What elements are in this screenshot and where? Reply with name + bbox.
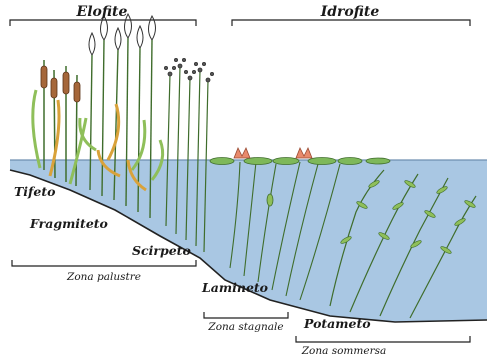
- sommersa-bracket: [296, 336, 470, 342]
- cattail-heads: [41, 66, 80, 102]
- bracket-label-stagnale: Zona stagnale: [207, 321, 283, 333]
- heading-idrofite: Idrofite: [320, 4, 380, 20]
- stagnale-bracket: [204, 312, 288, 318]
- elofite-bracket: [10, 20, 196, 26]
- zone-fragmiteto: Fragmiteto: [29, 216, 108, 231]
- water-body: [10, 160, 487, 322]
- lily-bud: [267, 194, 273, 206]
- heading-elofite: Elofite: [76, 4, 128, 20]
- lily-flowers: [234, 148, 312, 158]
- bracket-label-palustre: Zona palustre: [66, 271, 141, 283]
- bracket-label-sommersa: Zona sommersa: [301, 345, 386, 357]
- zone-tifeto: Tifeto: [14, 184, 56, 199]
- zone-scirpeto: Scirpeto: [132, 243, 191, 258]
- idrofite-bracket: [232, 20, 470, 26]
- zone-lamineto: Lamineto: [201, 280, 268, 295]
- zone-potameto: Potameto: [303, 316, 371, 331]
- bulrush-flower-heads: [164, 58, 213, 82]
- palustre-bracket: [12, 260, 196, 266]
